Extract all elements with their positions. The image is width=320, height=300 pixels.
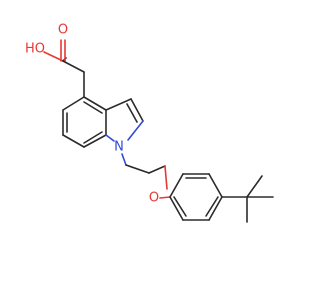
c-o-ether-bond (164, 165, 168, 190)
c-oh-bond (43, 51, 64, 62)
ring-bond-1 (62, 96, 85, 111)
indole-pyrrole-ring (105, 98, 144, 142)
indole-benzene-ring (62, 96, 107, 148)
ring-bond-4 (83, 134, 107, 148)
ring-bond-6 (83, 96, 107, 111)
pyrrole-bond-2 (130, 98, 144, 122)
ring-bond-4-inner (83, 131, 103, 144)
indole-n-label: N (114, 140, 124, 155)
pyrrole-bond-2-inner (126, 103, 138, 123)
pyrrole-bond-4 (105, 134, 115, 142)
phenyl-bond-1 (169, 173, 184, 198)
phenyl-bond-4 (208, 196, 223, 221)
carboxyl-oh-label: HO (25, 42, 45, 57)
c-c-bond-linker (125, 164, 150, 174)
n-c-bond (121, 153, 127, 166)
ring-bond-6-inner (83, 101, 103, 114)
tert-butyl-group (221, 175, 274, 223)
o-phenyl-bond (159, 196, 171, 199)
phenyl-bond-4-inner (205, 196, 219, 217)
ethyl-linker (121, 153, 168, 190)
phenyl-ring (159, 173, 223, 221)
pyrrole-bond-3 (127, 120, 144, 141)
molecule-structure: HO O N O (25, 23, 274, 223)
phenyl-bond-6-inner (173, 196, 187, 217)
carboxyl-group (43, 39, 85, 98)
ether-o-label: O (149, 191, 159, 206)
phenyl-bond-6 (169, 196, 184, 221)
methyl-bond-1 (246, 175, 263, 198)
phenyl-bond-3 (208, 173, 223, 198)
carboxyl-o-label: O (58, 23, 68, 38)
pyrrole-bond-1 (105, 98, 132, 111)
c-c-bond-linker-2 (148, 165, 166, 174)
molecule-structure-canvas: HO O N O (25, 23, 274, 223)
ring-bond-3 (62, 134, 85, 148)
c-c4-bond-upper (62, 60, 85, 73)
